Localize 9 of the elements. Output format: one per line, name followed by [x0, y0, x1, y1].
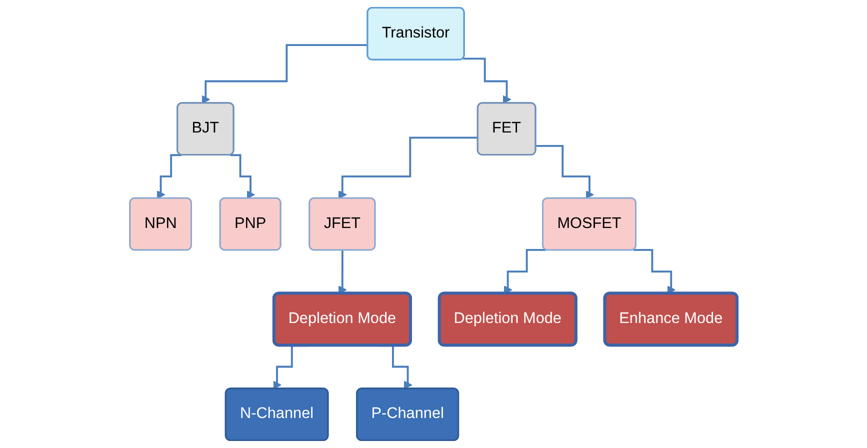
arrow	[338, 136, 478, 199]
arrow	[536, 145, 594, 199]
arrow	[633, 249, 676, 294]
arrow	[202, 44, 368, 104]
arrow	[504, 249, 546, 294]
arrow	[338, 249, 347, 294]
arrow	[156, 154, 182, 199]
arrow	[230, 154, 255, 199]
arrow	[463, 58, 512, 104]
